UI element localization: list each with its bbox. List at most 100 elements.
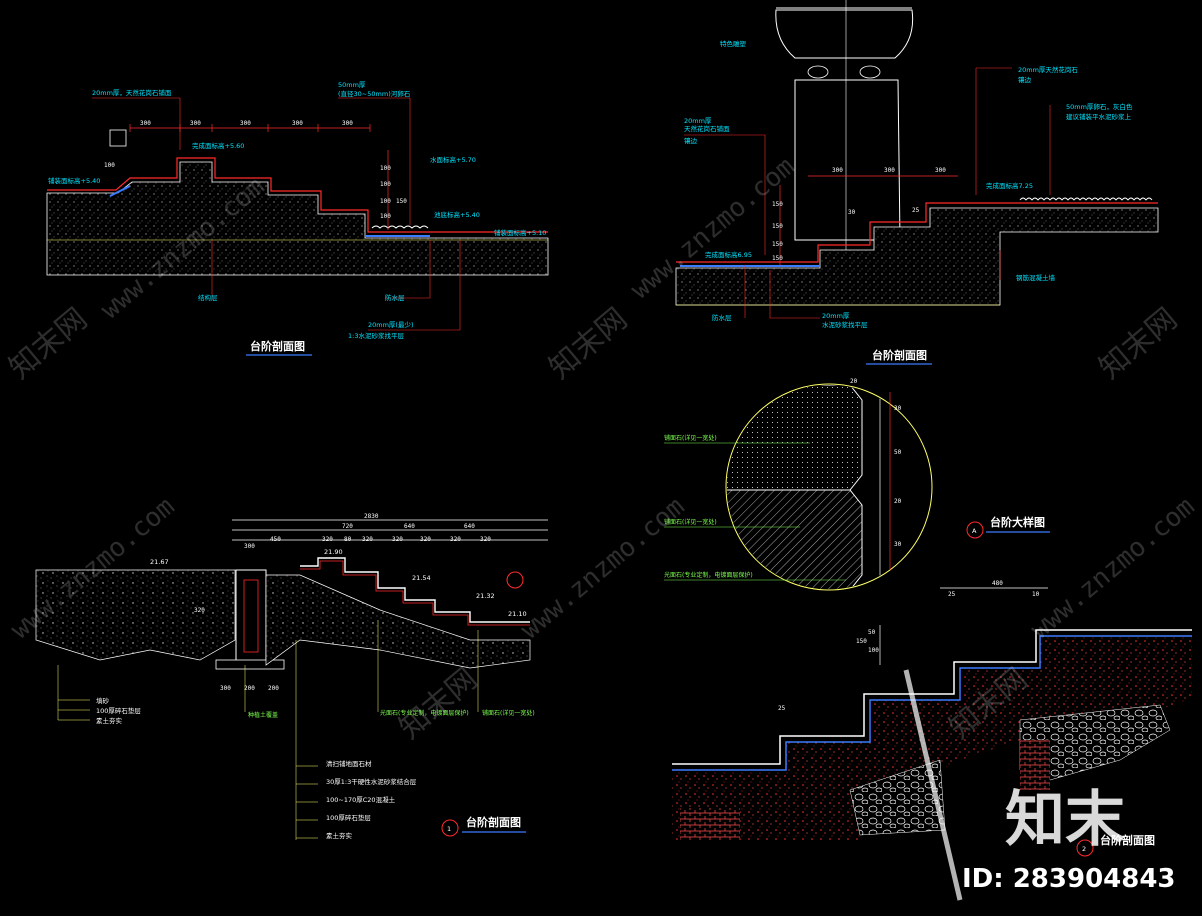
- tr-sculpture-bowl: [775, 9, 914, 59]
- s1-dim-10: 320: [392, 536, 403, 543]
- tr-leader-left: [684, 134, 766, 255]
- s2-dim-3: 10: [1032, 591, 1040, 598]
- s1-step-cover: [300, 560, 530, 626]
- detail-a-note-2: 铺面石(详见一宽处): [664, 518, 717, 526]
- s1-elev-3: 21.54: [412, 574, 431, 582]
- watermark-logo: 知末: [1005, 785, 1125, 855]
- tr-stone-surface: [676, 202, 1158, 263]
- s1-dim-14: 320: [194, 607, 205, 614]
- detail-a-leaders: [664, 442, 846, 581]
- tl-waterproof-line: [109, 185, 430, 237]
- s1-note-5: 光面石(专业定制，电镀面层保护): [380, 709, 469, 717]
- tr-note-10: 完成面标高6.95: [705, 250, 752, 259]
- s1-dim-16: 200: [244, 685, 255, 692]
- tr-note-7: 50mm厚卵石，灰白色: [1066, 102, 1133, 111]
- detail-a-dim-1: 20: [850, 378, 858, 385]
- tl-dim-1: 300: [140, 120, 151, 127]
- tl-note-5: 铺装面标高+5.40: [48, 176, 100, 185]
- tl-leader-3: [211, 240, 461, 331]
- tl-title: 台阶剖面图: [250, 339, 305, 353]
- s1-leader-left: [57, 665, 90, 721]
- tl-note-12: 1:3水泥砂浆找平层: [348, 331, 404, 340]
- tl-note-8: 铺装面标高+5.10: [494, 228, 546, 237]
- detail-a-dim-5: 30: [894, 541, 902, 548]
- tl-dim-3: 300: [240, 120, 251, 127]
- s1-dim-5: 300: [244, 543, 255, 550]
- s2-fill-red: [672, 636, 1192, 840]
- tl-vdim-4: 100: [380, 213, 391, 220]
- s1-note-7: 清扫铺地面石材: [326, 759, 372, 768]
- s1-dim-15: 300: [220, 685, 231, 692]
- detail-a-title: 台阶大样图: [990, 515, 1045, 529]
- s1-label: 1: [447, 825, 451, 833]
- tl-note-10: 防水层: [385, 293, 405, 302]
- detail-a-tread: [727, 385, 863, 491]
- tl-note-9: 结构层: [198, 293, 218, 302]
- s1-note-8: 30厚1:3干硬性水泥砂浆结合层: [326, 777, 417, 786]
- tr-vdim-4: 150: [772, 255, 783, 262]
- tr-note-12: 20mm厚: [822, 312, 850, 320]
- drawing-top-right: 300 300 300 30 25 150 150 150 150 特色雕塑 2…: [675, 0, 1159, 365]
- watermark-cn-2: 知末网: [543, 301, 634, 386]
- tl-note-11: 20mm厚(最少): [368, 321, 414, 329]
- detail-a-dim-4: 20: [894, 498, 902, 505]
- s2-dim-4: 25: [778, 705, 786, 712]
- watermark-cn-3: 知末网: [1093, 301, 1184, 386]
- tl-marker-box: [109, 129, 127, 147]
- tl-note-6: 水面标高+5.70: [430, 155, 476, 164]
- s2-badge: [1076, 839, 1094, 857]
- detail-a-dim-3: 50: [894, 449, 902, 456]
- drawing-detail-a: 20 30 50 20 30 铺面石(详见一宽处) 铺面石(详见一宽处) 光面石…: [664, 378, 1050, 591]
- s1-dim-9: 320: [362, 536, 373, 543]
- tr-note-3: 天然花岗石铺面: [684, 124, 730, 133]
- tr-ball-right: [859, 65, 881, 79]
- tr-title: 台阶剖面图: [872, 348, 927, 362]
- s1-note-3: 素土夯实: [96, 716, 123, 725]
- s1-note-10: 100厚碎石垫层: [326, 813, 371, 822]
- tr-note-6: 镶边: [1018, 75, 1032, 84]
- tr-note-13: 水泥砂浆找平层: [822, 320, 868, 329]
- s1-note-1: 填砂: [96, 696, 110, 705]
- detail-a-badge: [966, 521, 984, 539]
- detail-a-note-3: 光面石(专业定制，电镀面层保护): [664, 571, 753, 579]
- s2-label: 2: [1082, 845, 1086, 853]
- tr-note-4: 镶边: [684, 136, 698, 145]
- s1-elev-5: 21.10: [508, 610, 527, 618]
- s1-note-11: 素土夯实: [326, 831, 353, 840]
- s1-dim-13: 320: [480, 536, 491, 543]
- s1-soil-left: [35, 569, 236, 661]
- tr-dim-4: 30: [848, 209, 856, 216]
- drawing-section-2: 480 25 10 25 50 100 150 2 台阶剖面图: [672, 580, 1192, 901]
- s2-steps-top: [672, 629, 1192, 765]
- s2-pipe: [903, 669, 963, 901]
- s1-dim-17: 200: [268, 685, 279, 692]
- tl-note-3: (直径30~50mm)河卵石: [338, 89, 411, 98]
- detail-a-label: A: [972, 527, 977, 535]
- watermark-cn-4: 知末网: [393, 661, 484, 746]
- tl-structure-fill: [46, 161, 549, 276]
- detail-a-note-1: 铺面石(详见一宽处): [664, 434, 717, 442]
- s2-dim-6: 100: [868, 647, 879, 654]
- watermark-id: ID: 283904843: [962, 864, 1176, 894]
- tr-leaders: [744, 67, 1051, 319]
- tr-dim-3: 300: [935, 167, 946, 174]
- watermark-cn-1: 知末网: [3, 301, 94, 386]
- tl-note-7: 池底标高+5.40: [434, 210, 480, 219]
- tr-note-1: 特色雕塑: [720, 39, 747, 48]
- tl-note-4: 完成面标高+5.60: [192, 141, 244, 150]
- s1-dim-12: 320: [450, 536, 461, 543]
- tr-pebble-edge: [1019, 197, 1153, 201]
- s1-slope-soil: [265, 574, 531, 669]
- tl-leader-2: [338, 97, 411, 225]
- s1-elev-4: 21.32: [476, 592, 495, 600]
- s2-brick-left: [680, 808, 740, 840]
- tr-dim-5: 25: [912, 207, 920, 214]
- tr-ball-left: [807, 65, 829, 79]
- tl-vdim-1: 100: [380, 165, 391, 172]
- s1-note-4: 种植土覆盖: [248, 711, 278, 719]
- watermark-url-5: www.znzmo.com: [1025, 492, 1200, 646]
- tr-note-14: 钢筋混凝土墙: [1016, 273, 1056, 282]
- s1-leader-bottom: [244, 620, 479, 840]
- s1-dim-4: 640: [464, 523, 475, 530]
